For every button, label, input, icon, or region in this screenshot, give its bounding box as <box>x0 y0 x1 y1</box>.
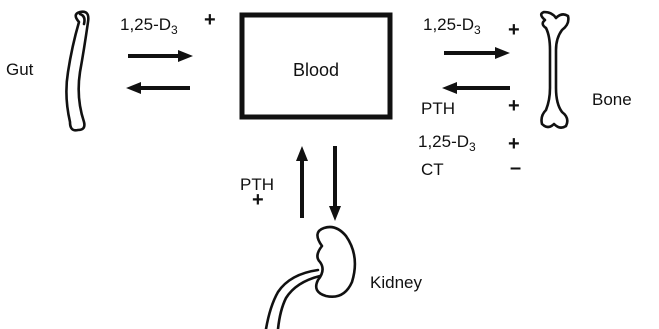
bone-regulator-ct-label: CT <box>421 160 444 179</box>
bone-regulator-d3-label: 1,25-D3 <box>418 132 476 154</box>
bone-to-blood-arrow <box>442 82 510 94</box>
blood-label: Blood <box>293 60 339 80</box>
bone-regulator-pth-label: PTH <box>421 99 455 118</box>
gut-label: Gut <box>6 60 34 79</box>
bone-regulator-d3-prefix: 1,25-D <box>418 132 469 151</box>
bone-regulator-pth-sign: + <box>508 95 520 117</box>
bone-top-regulator-label: 1,25-D3 <box>423 15 481 37</box>
gut-regulator-label: 1,25-D3 <box>120 15 178 37</box>
bone-shape <box>541 12 568 128</box>
blood-to-kidney-arrow <box>329 146 341 221</box>
bone-regulator-ct-sign: – <box>510 157 521 179</box>
bone-label: Bone <box>592 90 632 109</box>
blood-to-gut-arrow <box>126 82 190 94</box>
bone-top-regulator-prefix: 1,25-D <box>423 15 474 34</box>
bone-top-regulator-subscript: 3 <box>474 23 481 37</box>
bone-top-regulator-sign: + <box>508 19 520 41</box>
kidney-label: Kidney <box>370 273 422 292</box>
kidney-to-blood-arrow <box>296 146 308 218</box>
gut-regulator-prefix: 1,25-D <box>120 15 171 34</box>
gut-to-blood-arrow <box>128 50 193 62</box>
bone-regulator-d3-subscript: 3 <box>469 140 476 154</box>
gut-regulator-sign: + <box>204 9 216 31</box>
bone-regulator-d3-sign: + <box>508 133 520 155</box>
gut-shape <box>66 12 88 131</box>
blood-to-bone-arrow <box>444 47 510 59</box>
gut-regulator-subscript: 3 <box>171 23 178 37</box>
kidney-regulator-sign: + <box>252 189 264 211</box>
kidney-shape <box>266 227 355 329</box>
